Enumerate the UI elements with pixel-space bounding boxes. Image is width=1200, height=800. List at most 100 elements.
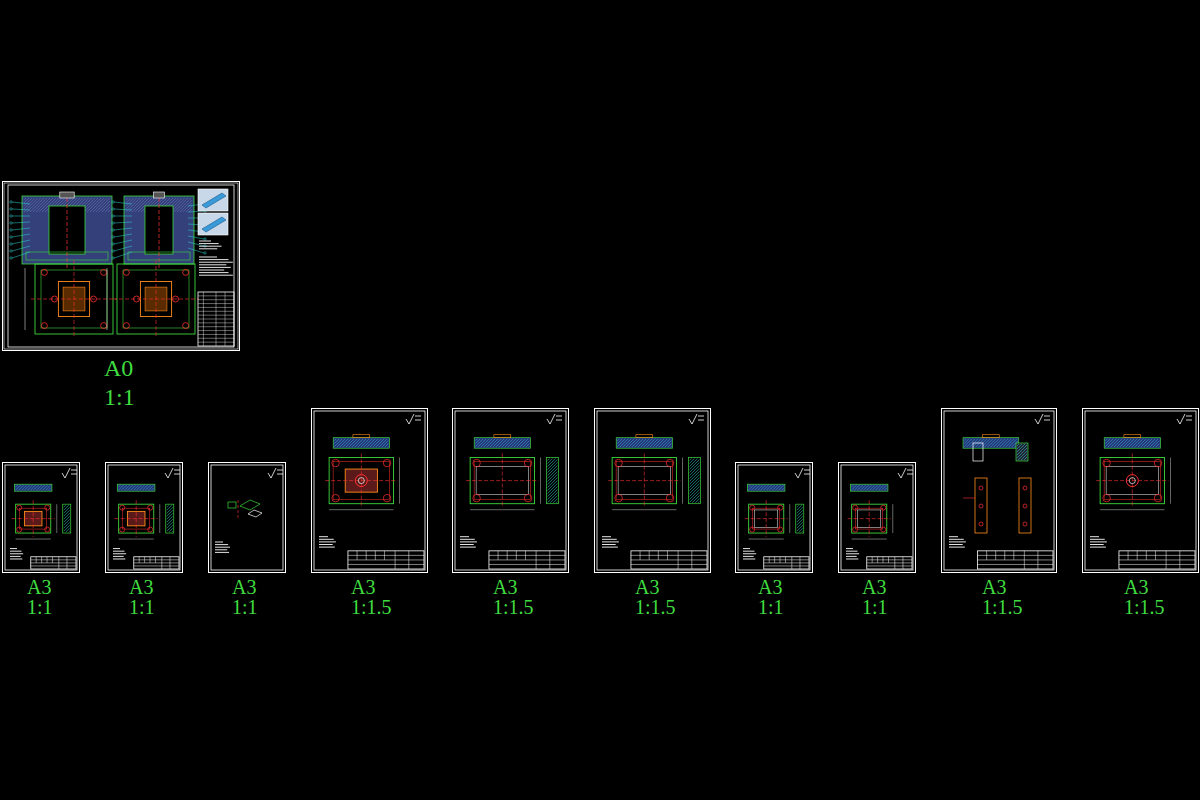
sheet-size: A3 (862, 577, 888, 597)
title-block-line (66, 557, 67, 569)
dimension-line (399, 458, 400, 504)
sheet-caption: A31:1 (862, 577, 888, 617)
title-block-line (640, 551, 641, 560)
section-hatch (1105, 439, 1110, 444)
title-block-line (348, 559, 424, 560)
hole-symbol (473, 459, 481, 467)
section-hatch (1017, 444, 1022, 449)
side-view (63, 504, 71, 533)
dimension-line (159, 504, 160, 533)
part-view (1016, 443, 1028, 461)
note-line (113, 558, 125, 559)
dimension-line (540, 458, 541, 504)
hole-symbol (10, 222, 12, 224)
section-hatch (30, 198, 44, 212)
section-hatch (167, 507, 173, 513)
section-hatch (1017, 445, 1027, 455)
sheet-caption: A31:1 (758, 577, 784, 617)
section-hatch (151, 488, 153, 490)
note-line (199, 264, 226, 265)
title-block (1119, 551, 1195, 569)
hole-symbol (1023, 486, 1027, 490)
title-block-line (489, 559, 565, 560)
center-line (766, 500, 767, 537)
note-line (949, 544, 963, 545)
section-hatch (797, 516, 803, 522)
note-line (199, 248, 217, 249)
title-block-line (47, 557, 48, 563)
note-line (215, 542, 223, 543)
sheet-caption: A01:1 (104, 354, 135, 412)
section-hatch (36, 198, 50, 212)
hole-symbol (134, 296, 140, 302)
section-hatch (698, 502, 699, 503)
side-view (688, 458, 700, 504)
hole-symbol (10, 201, 12, 203)
center-line (361, 454, 362, 508)
sheet-scale: 1:1 (862, 597, 888, 617)
title-block-line (31, 565, 76, 566)
dimension-line (1170, 458, 1171, 504)
inner-border (455, 411, 566, 570)
note-line (199, 270, 224, 271)
title-block (867, 557, 912, 569)
section-view (333, 438, 389, 449)
hole-symbol (1103, 459, 1111, 467)
sheet-size: A3 (493, 577, 534, 597)
title-block-line (785, 557, 786, 563)
section-hatch (148, 485, 153, 490)
hole-symbol (524, 494, 532, 502)
sheet-scale: 1:1.5 (493, 597, 534, 617)
section-view (1104, 438, 1160, 449)
section-hatch (124, 485, 129, 490)
section-hatch (64, 516, 70, 522)
note-line (846, 551, 857, 552)
note-line (949, 547, 965, 548)
section-hatch (136, 485, 141, 490)
note-line (460, 544, 474, 545)
note-line (743, 556, 754, 557)
label-mark (353, 435, 370, 438)
section-hatch (772, 485, 777, 490)
section-hatch (1105, 439, 1107, 441)
note-line (1090, 544, 1104, 545)
sheet-size: A3 (982, 577, 1023, 597)
section-hatch (547, 481, 557, 491)
note-line (949, 539, 964, 540)
section-hatch (797, 505, 799, 507)
hole-symbol (881, 505, 886, 510)
section-hatch (167, 519, 173, 525)
hole-symbol (10, 229, 12, 231)
hole-symbol (524, 459, 532, 467)
title-block-line (516, 551, 517, 560)
part-image (198, 189, 228, 211)
dimension-line (612, 509, 676, 510)
leader-line (114, 246, 132, 251)
section-hatch (550, 496, 557, 503)
section-hatch (126, 198, 131, 203)
sheet-size: A3 (129, 577, 155, 597)
section-hatch (133, 485, 138, 490)
hole-symbol (358, 478, 364, 484)
dimension-line (107, 268, 108, 330)
note-line (1090, 539, 1105, 540)
section-hatch (754, 485, 759, 490)
dimension-line (789, 504, 790, 533)
title-block-line (549, 551, 550, 569)
title-block-line (902, 557, 903, 569)
sheet-caption: A31:1.5 (982, 577, 1023, 617)
section-hatch (689, 469, 699, 479)
section-hatch (105, 207, 110, 212)
section-hatch (121, 485, 126, 490)
title-block-line (867, 559, 912, 560)
part-view (248, 510, 262, 517)
section-hatch (547, 478, 557, 488)
section-hatch (66, 528, 70, 532)
sheet-scale: 1:1 (27, 597, 53, 617)
hole-symbol (41, 269, 47, 275)
parts-table-line (203, 292, 204, 346)
title-block-line (978, 564, 1053, 565)
section-hatch (556, 502, 557, 503)
section-hatch (668, 444, 672, 448)
leader-line (114, 234, 132, 237)
